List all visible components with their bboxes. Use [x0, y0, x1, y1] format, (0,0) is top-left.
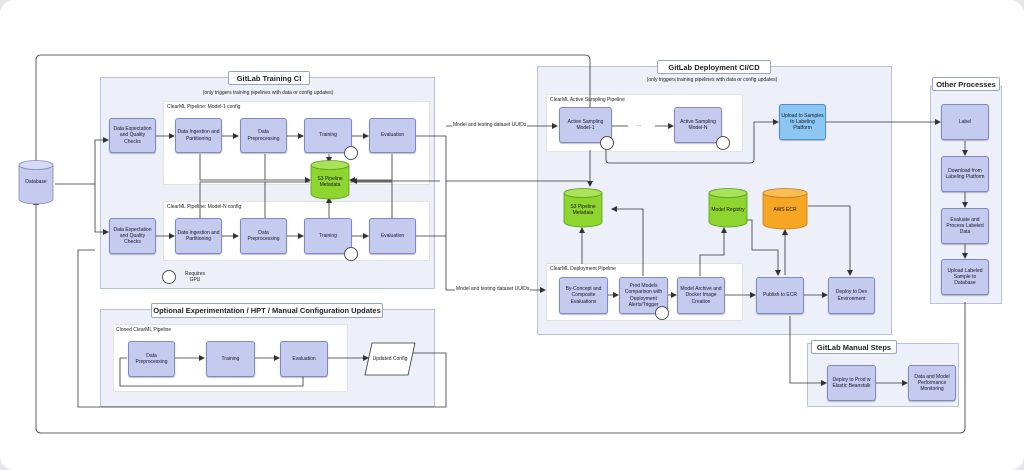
updated-config-shape: [364, 342, 416, 376]
active-sampling-ellipsis: ...: [637, 122, 642, 128]
experimentation-title: Optional Experimentation / HPT / Manual …: [151, 303, 383, 318]
by-concept-evaluations-box: By-Concept and Composite Evaluations: [559, 277, 608, 314]
exp-step-data-preprocessing: Data Preprocessing: [128, 341, 175, 377]
gpu-indicator-icon: [344, 247, 358, 261]
exp-step-training: Training: [206, 341, 255, 377]
deploy-to-prod-box: Deploy to Prod w Elastic Beanstalk: [827, 365, 876, 401]
s3-metadata-training-label: S3 Pipeline Metadata: [317, 176, 343, 188]
aws-ecr-cylinder: [762, 188, 808, 230]
edge-label-uuids-top: Model and testing dataset UUIDs: [452, 122, 528, 128]
upload-labeled-sample-box: Upload Labeled Sample to Database: [941, 259, 989, 295]
pipeline-model-n-label: ClearML Pipeline: Model-N config: [167, 204, 242, 210]
gpu-indicator-icon: [600, 136, 614, 150]
training-ci-title: GitLab Training CI: [228, 71, 310, 85]
pipeline-model-1-label: ClearML Pipeline: Model-1 config: [167, 104, 241, 110]
model-registry-label: Model Registry: [711, 207, 745, 213]
s3-metadata-training-cylinder: [310, 160, 350, 200]
active-sampling-model-1: Active Sampling Model-1: [559, 107, 612, 143]
deploy-to-dev-box: Deploy to Dev Environment: [828, 277, 875, 314]
deployment-pipeline-label: ClearML Deployment Pipeline: [550, 266, 616, 272]
gpu-legend-label: Requires GPU: [184, 271, 205, 283]
database-label: Database: [25, 179, 47, 185]
evaluate-labeled-data-box: Evaluate and Process Labeled Data: [941, 208, 989, 244]
gpu-indicator-icon: [655, 306, 669, 320]
database-cylinder: [18, 160, 54, 205]
step-data-expectation-n: Data Expectation and Quality Checks: [109, 218, 156, 254]
active-sampling-model-n: Active Sampling Model-N: [674, 107, 722, 143]
upload-to-labeling-box: Upload to Samples to Labeling Platform: [779, 104, 826, 140]
gpu-indicator-icon: [344, 146, 358, 160]
model-archive-docker-box: Model Archive and Docker Image Creation: [677, 277, 725, 314]
step-data-preprocessing-n: Data Preprocessing: [240, 218, 287, 254]
edge-label-uuids-bottom: Model and testing dataset UUIDs: [455, 286, 531, 292]
aws-ecr-label: AWS ECR: [773, 207, 797, 213]
label-box: Label: [941, 104, 989, 140]
step-data-ingestion-n: Data Ingestion and Partitioning: [175, 218, 222, 254]
updated-config-label: Updated Config: [372, 356, 408, 362]
step-training-1: Training: [304, 118, 352, 153]
s3-metadata-deploy-label: S3 Pipeline Metadata: [570, 204, 596, 216]
gpu-indicator-icon: [716, 136, 730, 150]
model-registry-cylinder: [708, 188, 748, 228]
s3-metadata-deploy-cylinder: [563, 188, 603, 228]
step-data-ingestion-1: Data Ingestion and Partitioning: [175, 118, 222, 153]
publish-to-ecr-box: Publish to ECR: [756, 277, 804, 314]
exp-step-evaluation: Evaluation: [280, 341, 328, 377]
other-processes-title: Other Processes: [932, 77, 1000, 91]
gpu-legend-icon: [162, 270, 176, 284]
step-evaluation-n: Evaluation: [369, 218, 416, 254]
active-sampling-label: ClearML Active Sampling Pipeline: [550, 97, 625, 103]
download-from-labeling-box: Download from Labeling Platform: [941, 156, 989, 192]
step-evaluation-1: Evaluation: [369, 118, 416, 153]
cloned-pipeline-label: Cloned ClearML Pipeline: [116, 327, 172, 333]
training-ci-subtitle: (only triggers training pipelines with d…: [202, 90, 334, 96]
deployment-cd-subtitle: (only triggers training pipelines with d…: [646, 77, 778, 83]
performance-monitoring-box: Data and Model Performance Monitoring: [908, 365, 956, 401]
step-training-n: Training: [304, 218, 352, 254]
deployment-cd-title: GitLab Deployment CI/CD: [657, 60, 771, 74]
step-data-expectation-1: Data Expectation and Quality Checks: [109, 118, 156, 153]
step-data-preprocessing-1: Data Preprocessing: [240, 118, 287, 153]
manual-steps-title: GitLab Manual Steps: [811, 340, 897, 354]
